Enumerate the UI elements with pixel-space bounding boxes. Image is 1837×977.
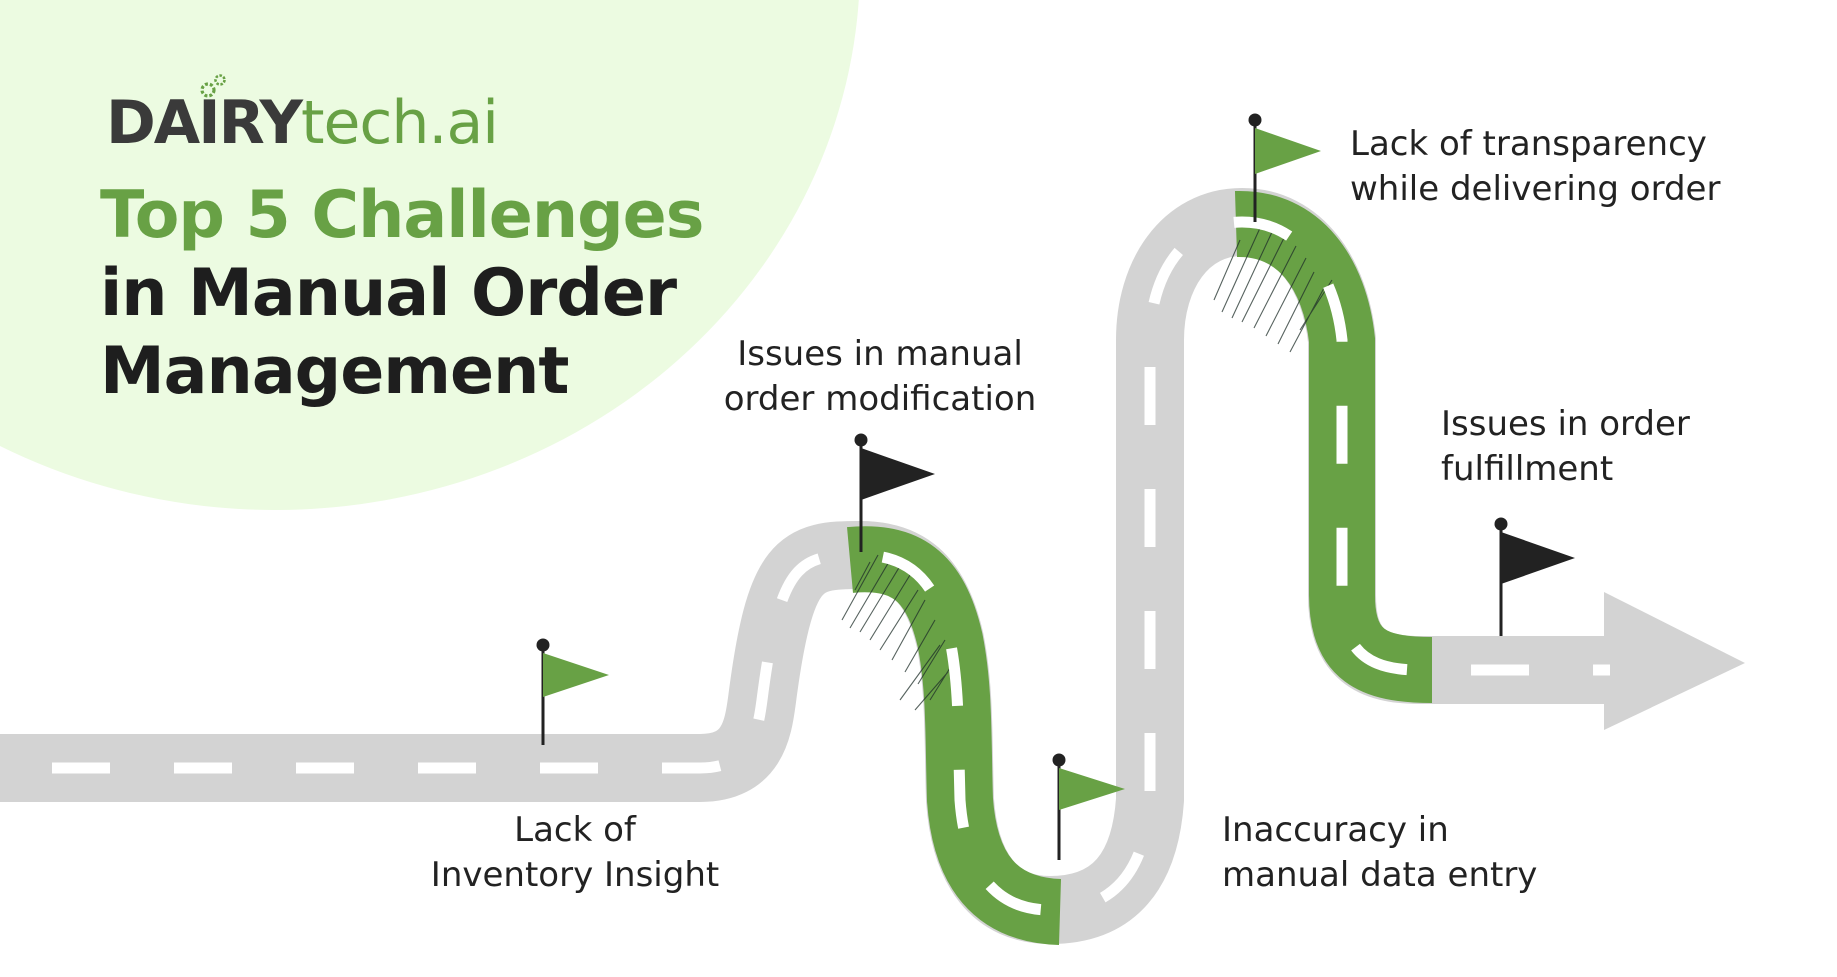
headline-line-1: Top 5 Challenges (100, 178, 704, 253)
flag-cloth (1501, 532, 1575, 584)
gear-icon (200, 74, 226, 98)
flag-cloth (1059, 768, 1125, 810)
brand-name-dark: DAIRY (106, 88, 303, 158)
challenge-label-5: Issues in order fulfillment (1441, 404, 1690, 489)
flag-cloth (543, 653, 609, 697)
challenge-label-1: Lack of Inventory Insight (430, 810, 720, 895)
flag-icon (854, 433, 935, 552)
flag-knob (1494, 517, 1508, 531)
brand-name-green: tech.ai (300, 88, 499, 158)
challenge-label-3: Inaccuracy in manual data entry (1222, 810, 1538, 895)
headline-line-2: in Manual Order (100, 256, 677, 331)
flag-knob (1248, 113, 1262, 127)
flag-cloth (861, 448, 935, 500)
flag-cloth (1255, 128, 1321, 174)
flag-knob (1052, 753, 1066, 767)
challenge-label-4: Lack of transparency while delivering or… (1350, 124, 1721, 209)
grass-texture (841, 227, 1333, 711)
arrow-right-icon (1604, 592, 1745, 730)
flag-icon (1248, 113, 1321, 222)
flag-icon (536, 638, 609, 745)
lane-dashes (0, 216, 1610, 916)
flag-knob (536, 638, 550, 652)
road-green-segment-1 (847, 526, 1063, 945)
flag-knob (854, 433, 868, 447)
flag-icon (1052, 753, 1125, 860)
flag-icon (1494, 517, 1575, 636)
brand-logo: DAIRYtech.ai (106, 88, 499, 158)
headline-line-3: Management (100, 334, 569, 409)
challenge-label-2: Issues in manual order modification (723, 334, 1037, 419)
